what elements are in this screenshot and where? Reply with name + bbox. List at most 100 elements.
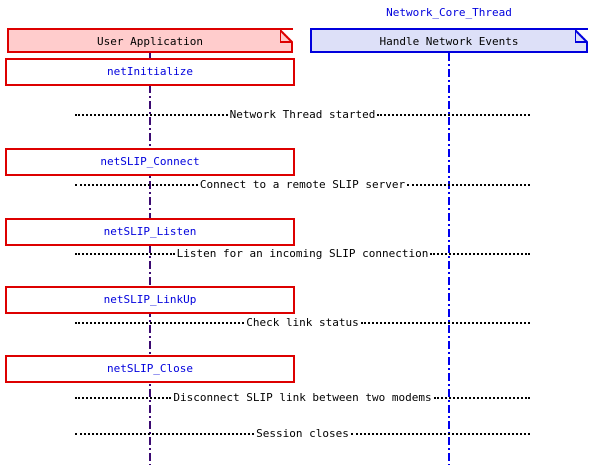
actor-box-network-core-thread[interactable]: Handle Network Events	[310, 27, 590, 53]
lifeline-segment	[149, 112, 151, 114]
lifeline-segment	[149, 85, 151, 93]
lifeline-segment	[448, 304, 450, 306]
lifeline-segment	[149, 448, 151, 450]
lifeline-segment	[448, 192, 450, 194]
lifeline-segment	[448, 245, 450, 253]
lifeline-segment	[149, 101, 151, 109]
lifeline-segment	[149, 96, 151, 98]
lifeline-segment	[149, 320, 151, 322]
lifeline-segment	[149, 192, 151, 194]
lifeline-segment	[149, 453, 151, 461]
lifeline-segment	[149, 133, 151, 141]
lifeline-segment	[149, 117, 151, 125]
lifeline-segment	[149, 389, 151, 397]
message-row: Connect to a remote SLIP server	[75, 177, 530, 193]
lifeline-segment	[448, 357, 450, 365]
lifeline-segment	[448, 165, 450, 173]
lifeline-segment	[448, 213, 450, 221]
message-row: Listen for an incoming SLIP connection	[75, 246, 531, 262]
action-box-label: netInitialize	[106, 65, 194, 78]
lifeline-segment	[448, 437, 450, 445]
lifeline-segment	[448, 373, 450, 381]
lifeline-segment	[448, 96, 450, 98]
message-line-left	[75, 253, 175, 255]
lifeline-segment	[149, 341, 151, 349]
lifeline-segment	[149, 384, 151, 386]
lifeline-segment	[448, 117, 450, 125]
lifeline-segment	[448, 448, 450, 450]
lifeline-segment	[149, 272, 151, 274]
actor-box-user-application[interactable]: User Application	[7, 27, 295, 53]
action-box-label: netSLIP_LinkUp	[103, 293, 197, 306]
lifeline-segment	[448, 341, 450, 349]
actor-label: User Application	[97, 35, 203, 48]
lifeline-segment	[448, 85, 450, 93]
lifeline-segment	[448, 101, 450, 109]
lifeline-segment	[448, 272, 450, 274]
lifeline-segment	[149, 213, 151, 221]
lifeline-segment	[448, 293, 450, 301]
lifeline-segment	[149, 437, 151, 445]
lifeline-segment	[149, 352, 151, 354]
lifeline-segment	[448, 176, 450, 178]
folded-corner-icon	[279, 27, 295, 44]
lifeline-segment	[149, 405, 151, 413]
lifeline-segment	[149, 400, 151, 402]
lifeline-segment	[149, 128, 151, 130]
lifeline-segment	[448, 453, 450, 461]
message-label: Disconnect SLIP link between two modems	[171, 391, 434, 405]
action-box-netslip-connect[interactable]: netSLIP_Connect	[5, 148, 295, 176]
lifeline-segment	[149, 325, 151, 333]
lifeline-segment	[149, 176, 151, 178]
message-row: Disconnect SLIP link between two modems	[75, 390, 530, 406]
message-label: Connect to a remote SLIP server	[197, 178, 408, 192]
lifeline-segment	[448, 160, 450, 162]
lifeline-segment	[448, 309, 450, 317]
message-line-right	[433, 397, 530, 399]
lifeline-segment	[448, 389, 450, 397]
message-line-left	[75, 397, 172, 399]
message-line-left	[75, 322, 245, 324]
folded-corner-icon	[574, 27, 590, 44]
message-line-left	[75, 184, 198, 186]
message-line-right	[377, 114, 531, 116]
lifeline-segment	[448, 368, 450, 370]
lifeline-segment	[448, 320, 450, 322]
lifeline-segment	[149, 261, 151, 269]
message-row: Check link status	[75, 315, 530, 331]
lifeline-segment	[149, 197, 151, 205]
lifeline-segment	[448, 384, 450, 386]
action-box-label: netSLIP_Connect	[100, 155, 200, 168]
lifeline-segment	[448, 208, 450, 210]
lifeline-segment	[448, 240, 450, 242]
message-line-right	[407, 184, 530, 186]
lifeline-segment	[448, 80, 450, 82]
action-box-netinitialize[interactable]: netInitialize	[5, 58, 295, 86]
message-line-right	[430, 253, 531, 255]
action-box-label: netSLIP_Close	[106, 362, 194, 375]
action-box-netslip-linkup[interactable]: netSLIP_LinkUp	[5, 286, 295, 314]
lifeline-segment	[149, 416, 151, 418]
lifeline-segment	[448, 53, 450, 61]
lifeline-segment	[149, 336, 151, 338]
lifeline-segment	[448, 400, 450, 402]
actor-title-network-core-thread: Network_Core_Thread	[386, 6, 512, 19]
message-label: Check link status	[244, 316, 361, 330]
lifeline-segment	[448, 128, 450, 130]
lifeline-segment	[448, 352, 450, 354]
message-label: Session closes	[254, 427, 351, 441]
action-box-netslip-listen[interactable]: netSLIP_Listen	[5, 218, 295, 246]
message-label: Listen for an incoming SLIP connection	[174, 247, 431, 261]
lifeline-segment	[448, 277, 450, 285]
lifeline-segment	[448, 112, 450, 114]
lifeline-segment	[149, 245, 151, 253]
message-row: Network Thread started	[75, 107, 531, 123]
lifeline-segment	[149, 277, 151, 285]
action-box-netslip-close[interactable]: netSLIP_Close	[5, 355, 295, 383]
lifeline-segment	[149, 53, 151, 61]
lifeline-segment	[149, 421, 151, 429]
lifeline-segment	[448, 149, 450, 157]
lifeline-segment	[448, 405, 450, 413]
action-box-label: netSLIP_Listen	[103, 225, 197, 238]
